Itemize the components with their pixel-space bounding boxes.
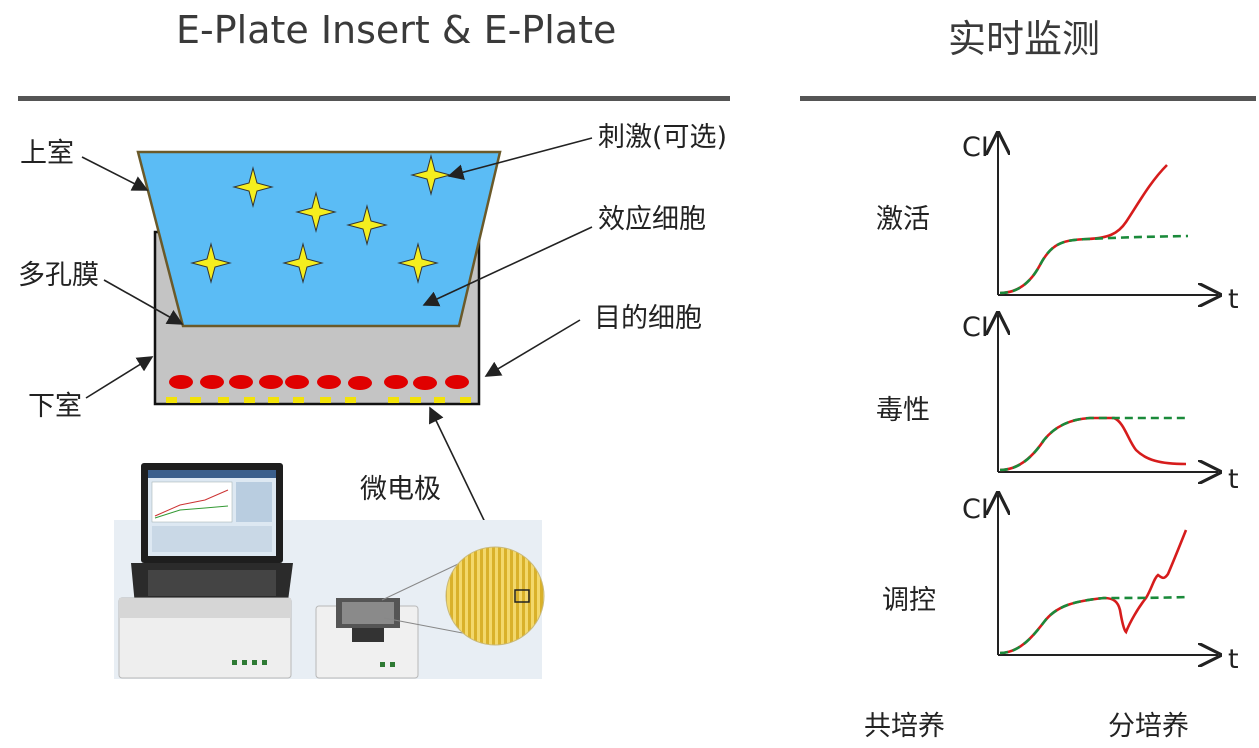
series-separate-culture	[999, 234, 1189, 295]
chart-activation-row-label: 激活	[876, 204, 930, 235]
label-upper-chamber: 上室	[20, 138, 74, 169]
label-microelectrode: 微电极	[360, 474, 441, 505]
chart-regulation-row-label: 调控	[882, 585, 936, 616]
left-panel-title: E-Plate Insert & E-Plate	[176, 8, 617, 52]
upper-chamber	[136, 150, 502, 328]
series-separate-culture	[999, 595, 1189, 655]
star-icon	[346, 204, 388, 246]
label-stimulus: 刺激(可选)	[598, 122, 728, 153]
series-separate-culture	[999, 416, 1188, 472]
legend-separate-culture-label: 分培养	[1108, 711, 1189, 742]
monitoring-charts	[790, 110, 1255, 710]
label-lower-chamber: 下室	[28, 391, 82, 422]
eplate-diagram	[81, 137, 593, 679]
instrument-photo	[114, 463, 545, 679]
chart-activation	[998, 135, 1218, 295]
target-cells	[169, 375, 469, 390]
left-title-divider	[18, 96, 730, 101]
star-icon	[232, 166, 274, 208]
series-co-culture	[999, 164, 1168, 295]
chart-regulation-y-label: CI	[962, 494, 989, 525]
series-co-culture	[999, 416, 1187, 472]
chart-toxicity	[998, 315, 1218, 472]
star-icon	[295, 191, 337, 233]
star-icon	[397, 242, 439, 284]
right-panel-title: 实时监测	[948, 17, 1101, 61]
star-icon	[410, 154, 452, 196]
stimulus-stars	[190, 154, 452, 284]
right-title-divider	[800, 96, 1256, 101]
series-co-culture	[999, 529, 1188, 655]
chart-activation-x-label: t	[1228, 284, 1239, 315]
legend-co-culture-label: 共培养	[864, 711, 945, 742]
chart-activation-y-label: CI	[962, 132, 989, 163]
star-icon	[190, 242, 232, 284]
chart-toxicity-x-label: t	[1228, 464, 1239, 495]
chart-toxicity-y-label: CI	[962, 312, 989, 343]
microelectrodes	[166, 397, 471, 403]
label-membrane: 多孔膜	[18, 260, 99, 291]
star-icon	[282, 242, 324, 284]
label-effector-cells: 效应细胞	[598, 204, 706, 235]
label-target-cells: 目的细胞	[594, 303, 702, 334]
electrode-magnified	[445, 546, 545, 646]
chart-toxicity-row-label: 毒性	[876, 395, 930, 426]
chart-regulation-x-label: t	[1228, 644, 1239, 675]
chart-regulation	[998, 495, 1218, 655]
